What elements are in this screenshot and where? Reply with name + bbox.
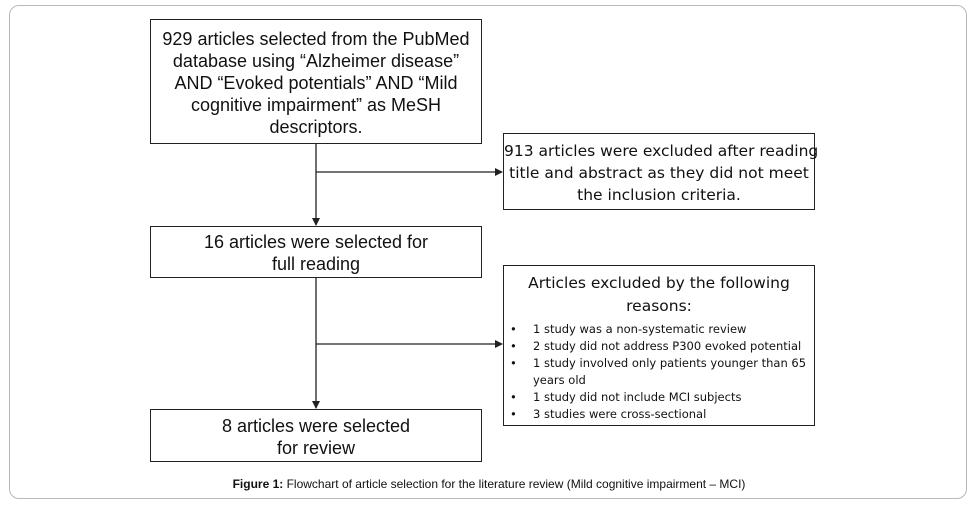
reason-text: 1 study involved only patients younger t…: [533, 356, 807, 387]
excluded-reasons-box: Articles excluded by the following reaso…: [503, 265, 815, 426]
reason-text: 1 study did not include MCI subjects: [533, 390, 742, 404]
initial-selection-box: 929 articles selected from the PubMed da…: [150, 19, 482, 144]
box-text-line: the inclusion criteria.: [577, 186, 741, 204]
box-text-line: cognitive impairment” as MeSH: [190, 95, 442, 115]
bullet-icon: •: [510, 407, 517, 421]
bullet-icon: •: [510, 390, 517, 404]
full-reading-box: 16 articles were selected for full readi…: [150, 226, 482, 278]
reason-item: • 1 study was a non-systematic review: [504, 321, 814, 338]
selected-for-review-box: 8 articles were selected for review: [150, 409, 482, 462]
reason-text: 1 study was a non-systematic review: [533, 322, 747, 336]
reason-text: 3 studies were cross-sectional: [533, 407, 707, 421]
caption-text: Flowchart of article selection for the l…: [286, 477, 746, 491]
excluded-title-abstract-box: 913 articles were excluded after reading…: [503, 133, 819, 210]
reason-item: • 1 study involved only patients younger …: [504, 355, 814, 389]
figure-frame: [9, 5, 967, 499]
reason-item: • 2 study did not address P300 evoked pot…: [504, 338, 814, 355]
reasons-list: • 1 study was a non-systematic review • 2 …: [504, 321, 814, 423]
box-text-line: 16 articles were selected for: [203, 232, 429, 252]
bullet-icon: •: [510, 322, 517, 336]
reason-text: 2 study did not address P300 evoked pote…: [533, 339, 802, 353]
caption-label: Figure 1:: [232, 477, 284, 491]
box-text-line: title and abstract as they did not meet: [509, 164, 809, 182]
bullet-icon: •: [510, 339, 517, 353]
bullet-icon: •: [510, 356, 517, 370]
box-text-line: descriptors.: [269, 117, 363, 137]
reason-item: • 3 studies were cross-sectional: [504, 406, 814, 423]
reasons-heading-line: Articles excluded by the following: [528, 274, 790, 292]
reasons-heading-line: reasons:: [626, 297, 692, 315]
box-text-line: 913 articles were excluded after reading: [504, 142, 819, 160]
figure-caption: Figure 1: Flowchart of article selection…: [0, 477, 978, 491]
box-text-line: 929 articles selected from the PubMed: [162, 29, 470, 49]
box-text-line: database using “Alzheimer disease”: [172, 51, 460, 71]
box-text-line: AND “Evoked potentials” AND “Mild: [174, 73, 458, 93]
box-text-line: full reading: [271, 254, 361, 274]
box-text-line: 8 articles were selected: [221, 416, 411, 436]
box-text-line: for review: [276, 438, 356, 458]
reason-item: • 1 study did not include MCI subjects: [504, 389, 814, 406]
